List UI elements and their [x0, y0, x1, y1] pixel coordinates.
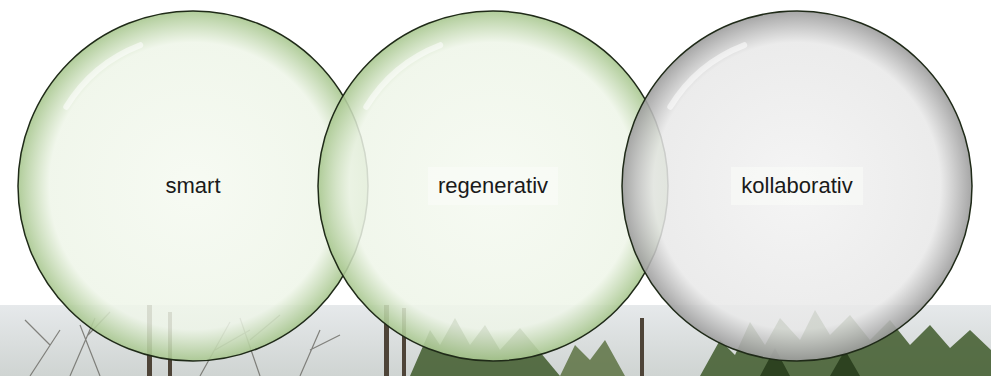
circle-label: regenerativ	[428, 167, 558, 205]
venn-circle: kollaborativ	[621, 10, 973, 362]
circle-content: regenerativ	[317, 10, 669, 362]
circle-shape	[318, 11, 668, 361]
gloss-highlight	[66, 45, 140, 107]
circle-content: kollaborativ	[621, 10, 973, 362]
circle-shape	[18, 11, 368, 361]
venn-circle: smart	[17, 10, 369, 362]
gloss-highlight	[366, 45, 440, 107]
circle-shape	[622, 11, 972, 361]
gloss-highlight	[670, 45, 744, 107]
circle-label: smart	[156, 167, 231, 205]
venn-circle: regenerativ	[317, 10, 669, 362]
circle-label: kollaborativ	[731, 167, 862, 205]
circle-content: smart	[17, 10, 369, 362]
